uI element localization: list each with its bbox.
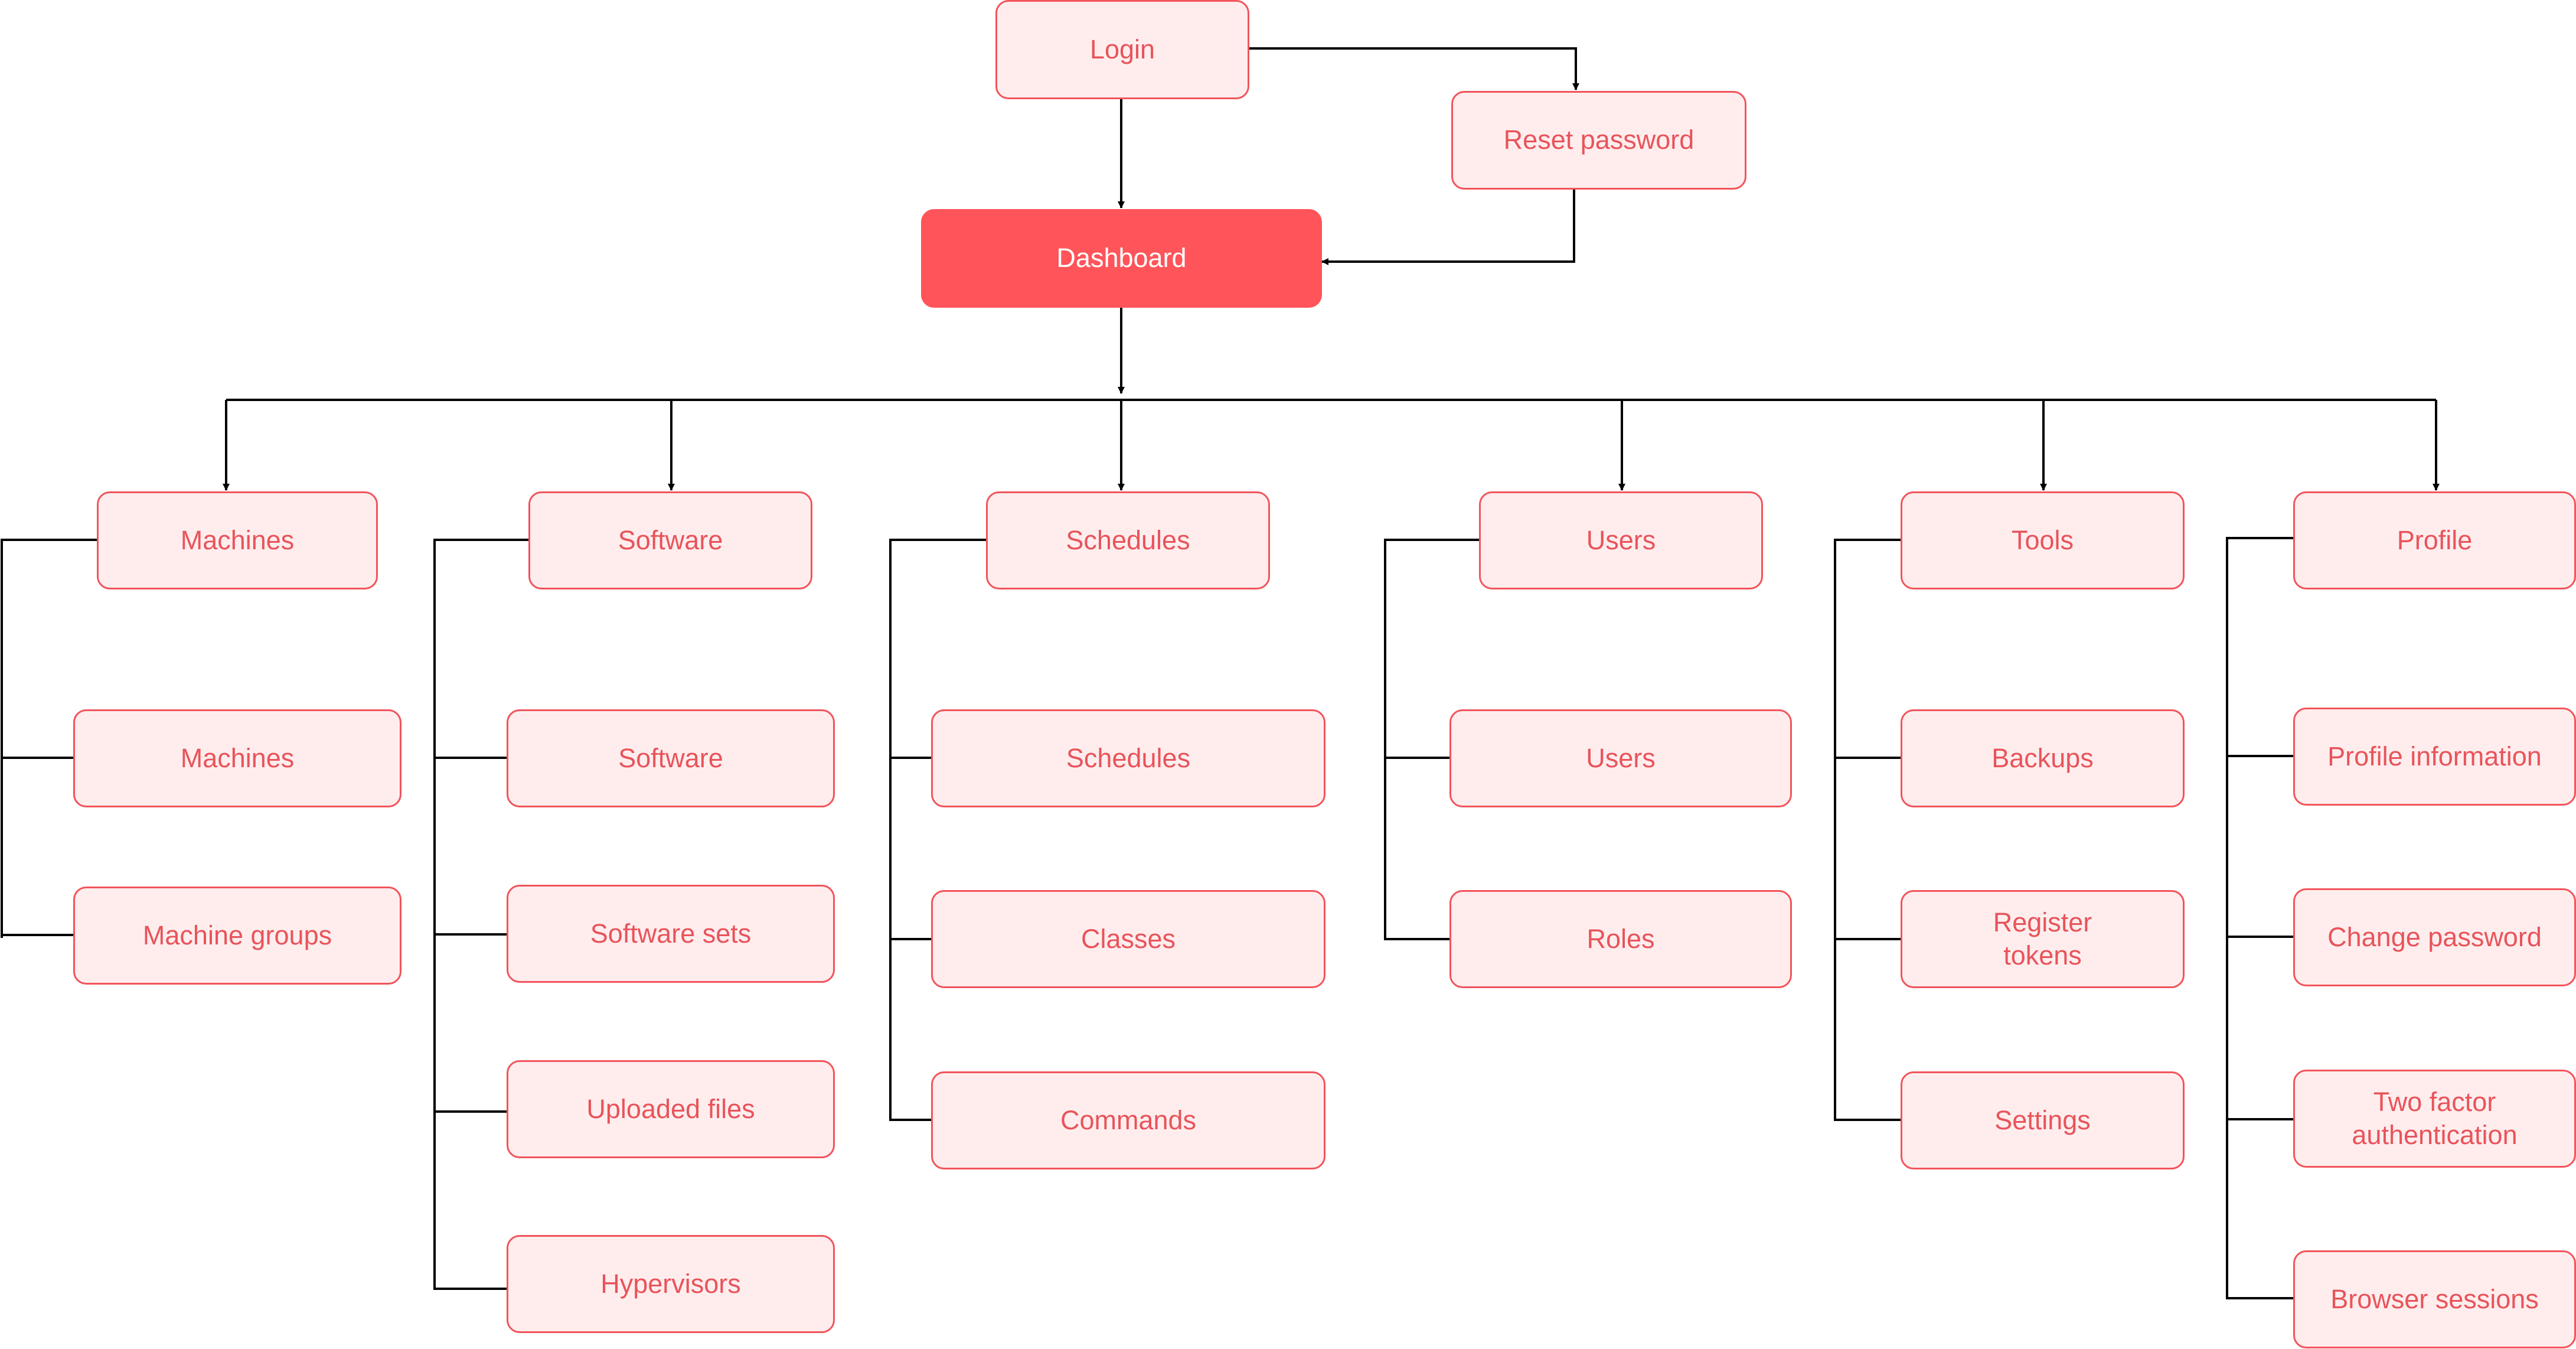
edge-users-branch (1384, 539, 1479, 940)
node-commands: Commands (931, 1071, 1325, 1169)
node-login: Login (995, 0, 1249, 99)
node-machines-machines-label: Machines (180, 742, 295, 773)
node-tools-label: Tools (2011, 524, 2074, 555)
edge-schedules-branch (889, 539, 986, 1121)
edge-tools-branch (1834, 539, 1901, 1121)
node-software-label: Software (618, 524, 723, 555)
node-register-tokens: Register tokens (1901, 890, 2185, 988)
node-machine-groups-label: Machine groups (142, 920, 332, 950)
node-login-label: Login (1089, 34, 1155, 64)
node-machines: Machines (97, 491, 378, 589)
node-software-software-label: Software (618, 742, 723, 773)
node-dashboard: Dashboard (921, 209, 1322, 308)
node-roles: Roles (1449, 890, 1792, 988)
node-users: Users (1479, 491, 1763, 589)
node-hypervisors-label: Hypervisors (600, 1268, 741, 1299)
node-commands-label: Commands (1060, 1104, 1197, 1135)
node-classes: Classes (931, 890, 1325, 988)
edge-reset-dashboard (1321, 190, 1575, 265)
edge-software-branch (433, 539, 528, 1290)
node-uploaded-files: Uploaded files (507, 1060, 835, 1158)
node-browser-sessions: Browser sessions (2293, 1250, 2576, 1348)
edge-profile-branch (2226, 537, 2293, 1299)
node-profile: Profile (2293, 491, 2576, 589)
node-tools: Tools (1901, 491, 2185, 589)
node-schedules: Schedules (986, 491, 1270, 589)
node-reset-password: Reset password (1451, 91, 1746, 190)
node-two-factor-authentication: Two factor authentication (2293, 1070, 2576, 1168)
node-schedules-label: Schedules (1066, 524, 1190, 555)
node-software-software: Software (507, 709, 835, 807)
node-backups-label: Backups (1991, 742, 2094, 773)
node-schedules-schedules-label: Schedules (1066, 742, 1191, 773)
node-hypervisors: Hypervisors (507, 1235, 835, 1333)
node-settings: Settings (1901, 1071, 2185, 1169)
node-backups: Backups (1901, 709, 2185, 807)
node-dashboard-label: Dashboard (1056, 243, 1187, 273)
node-change-password: Change password (2293, 888, 2576, 986)
node-users-users-label: Users (1586, 742, 1656, 773)
node-machines-machines: Machines (73, 709, 401, 807)
edge-machines-branch (1, 539, 97, 938)
node-profile-information: Profile information (2293, 708, 2576, 806)
node-classes-label: Classes (1080, 923, 1176, 954)
node-machine-groups: Machine groups (73, 887, 401, 985)
node-software-sets: Software sets (507, 885, 835, 983)
node-roles-label: Roles (1586, 923, 1655, 954)
node-profile-label: Profile (2397, 524, 2473, 555)
node-machines-label: Machines (180, 524, 295, 555)
node-browser-sessions-label: Browser sessions (2330, 1283, 2539, 1314)
node-two-factor-authentication-label: Two factor authentication (2352, 1086, 2518, 1150)
node-users-label: Users (1586, 524, 1656, 555)
node-profile-information-label: Profile information (2327, 741, 2542, 771)
node-schedules-schedules: Schedules (931, 709, 1325, 807)
node-register-tokens-label: Register tokens (1993, 907, 2092, 970)
node-software-sets-label: Software sets (590, 918, 752, 949)
node-uploaded-files-label: Uploaded files (586, 1093, 755, 1124)
node-change-password-label: Change password (2327, 921, 2542, 952)
node-users-users: Users (1449, 709, 1792, 807)
node-reset-password-label: Reset password (1503, 125, 1695, 155)
node-settings-label: Settings (1994, 1104, 2091, 1135)
edge-login-reset (1249, 47, 1579, 90)
node-software: Software (528, 491, 812, 589)
